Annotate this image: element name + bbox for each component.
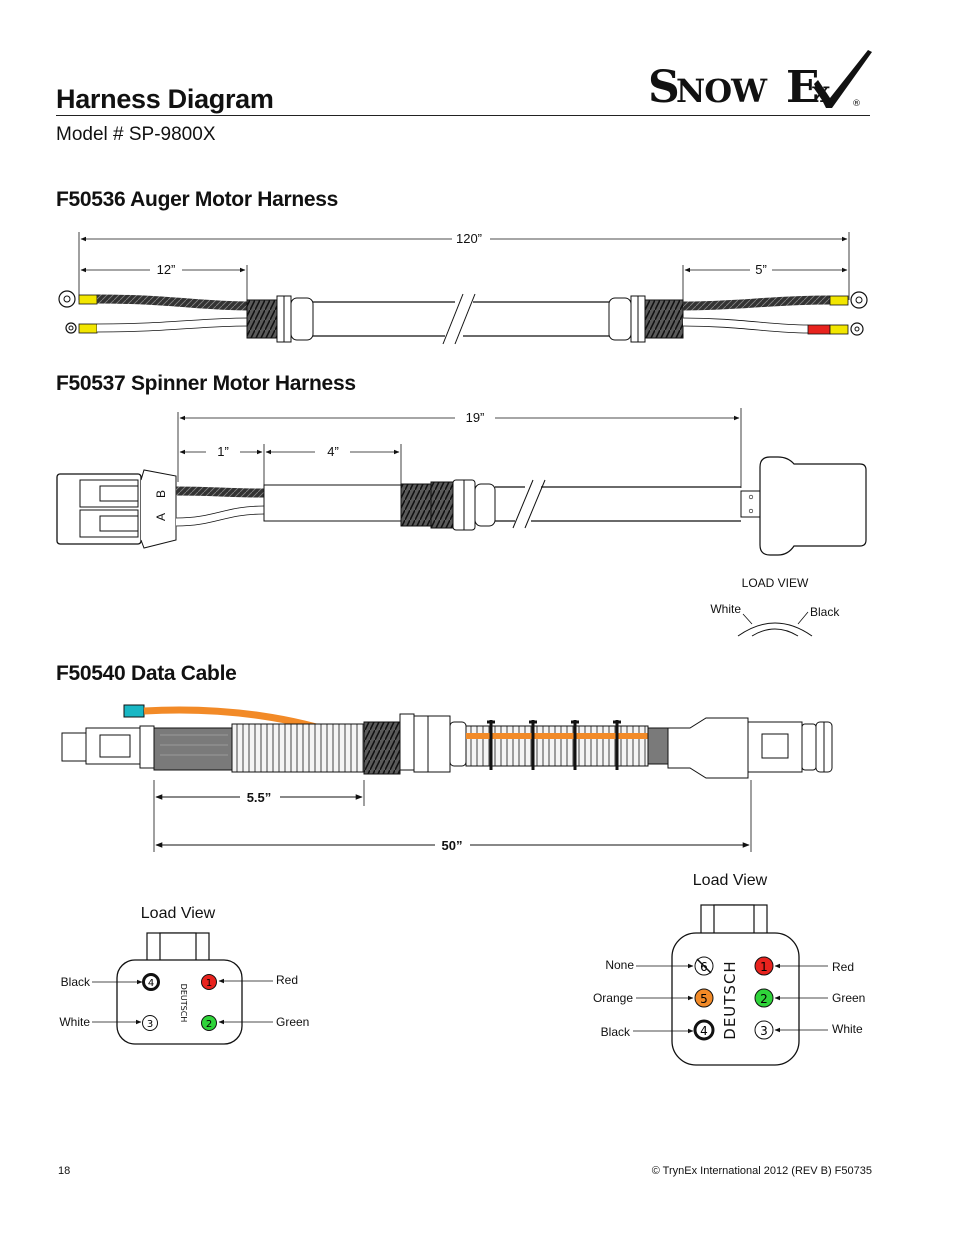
left-deutsch: DEUTSCH bbox=[179, 984, 188, 1023]
spinner-dim-total: 19” bbox=[466, 410, 485, 425]
svg-text:E: E bbox=[786, 62, 820, 113]
left-pin-4 bbox=[142, 973, 160, 991]
page-number: 18 bbox=[58, 1165, 71, 1177]
right-wire-black: Black bbox=[601, 1025, 631, 1039]
left-pin-1 bbox=[201, 974, 217, 990]
auger-dim-left: 12” bbox=[157, 262, 176, 277]
auger-dim-right: 5” bbox=[755, 262, 767, 277]
right-pin-2 bbox=[754, 988, 774, 1008]
snowex-logo: S NOW E x ® bbox=[646, 48, 872, 113]
data-dim-short: 5.5” bbox=[247, 790, 272, 805]
spinner-load-view: LOAD VIEW bbox=[742, 576, 809, 590]
right-deutsch: DEUTSCH bbox=[721, 960, 739, 1039]
svg-text:®: ® bbox=[852, 99, 861, 109]
left-pin-2 bbox=[201, 1015, 217, 1031]
left-wire-white: White bbox=[59, 1015, 90, 1029]
left-wire-red: Red bbox=[276, 973, 298, 987]
svg-text:4: 4 bbox=[148, 978, 154, 989]
svg-text:5: 5 bbox=[700, 992, 708, 1006]
right-pin-1 bbox=[754, 956, 774, 976]
model-number: Model # SP-9800X bbox=[56, 124, 216, 145]
right-wire-orange: Orange bbox=[593, 991, 633, 1005]
right-pin-4 bbox=[693, 1019, 715, 1041]
right-pin-5 bbox=[694, 988, 714, 1008]
left-wire-black: Black bbox=[61, 975, 91, 989]
copyright: © TrynEx International 2012 (REV B) F507… bbox=[651, 1165, 872, 1177]
svg-text:2: 2 bbox=[760, 992, 768, 1006]
pin-a-label: A bbox=[154, 513, 168, 521]
spinner-black: Black bbox=[810, 605, 840, 619]
spinner-dim-a: 1” bbox=[217, 444, 229, 459]
svg-text:NOW: NOW bbox=[676, 72, 768, 110]
svg-text:S: S bbox=[648, 62, 679, 113]
auger-heading: F50536 Auger Motor Harness bbox=[56, 188, 339, 211]
right-load-view: Load View DEUTSCH 6 1 5 2 4 3 None Red O… bbox=[593, 872, 865, 1066]
data-cable-heading: F50540 Data Cable bbox=[56, 662, 237, 685]
left-pin-3 bbox=[142, 1015, 158, 1031]
auger-dim-total: 120” bbox=[456, 231, 482, 246]
right-wire-green: Green bbox=[832, 991, 865, 1005]
left-load-view-label: Load View bbox=[141, 905, 216, 922]
svg-text:1: 1 bbox=[760, 960, 768, 974]
spinner-heading: F50537 Spinner Motor Harness bbox=[56, 372, 356, 395]
page-title: Harness Diagram bbox=[56, 84, 274, 114]
left-load-view: Load View DEUTSCH 4 1 3 2 Black Red Whit… bbox=[59, 905, 309, 1045]
right-load-view-label: Load View bbox=[693, 872, 768, 889]
spinner-harness: B A LOAD VIEW White Black 19” 1” 4” bbox=[56, 408, 867, 637]
spinner-white: White bbox=[710, 602, 741, 616]
right-wire-none: None bbox=[605, 958, 634, 972]
right-wire-red: Red bbox=[832, 960, 854, 974]
left-wire-green: Green bbox=[276, 1015, 309, 1029]
right-pin-3 bbox=[754, 1020, 774, 1040]
spinner-dim-b: 4” bbox=[327, 444, 339, 459]
pin-b-label: B bbox=[154, 490, 168, 498]
right-wire-white: White bbox=[832, 1022, 863, 1036]
svg-text:3: 3 bbox=[760, 1024, 768, 1038]
svg-text:1: 1 bbox=[206, 978, 212, 989]
svg-text:4: 4 bbox=[700, 1024, 708, 1038]
header-rule bbox=[56, 115, 870, 116]
data-dim-long: 50” bbox=[442, 838, 463, 853]
svg-text:2: 2 bbox=[206, 1019, 212, 1030]
svg-text:3: 3 bbox=[147, 1019, 153, 1030]
data-cable: 5.5” 50” bbox=[61, 704, 833, 853]
auger-harness: 120” 12” 5” bbox=[58, 231, 868, 345]
